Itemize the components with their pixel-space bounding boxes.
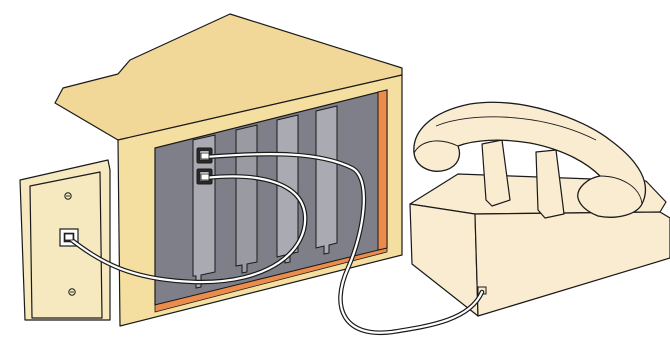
phone-base-side: [475, 212, 670, 316]
expansion-card-slot-2: [236, 125, 257, 273]
plug-modem-line: [201, 174, 209, 180]
cradle-post-right: [536, 150, 564, 218]
desk-telephone-icon: [410, 102, 670, 316]
cradle-post-left: [482, 140, 510, 206]
phone-base-front: [410, 204, 478, 316]
expansion-card-slot-4: [316, 106, 337, 254]
plug-modem-phone: [201, 153, 209, 159]
plug-wall: [65, 234, 73, 240]
case-orange-side-panel: [378, 90, 387, 250]
